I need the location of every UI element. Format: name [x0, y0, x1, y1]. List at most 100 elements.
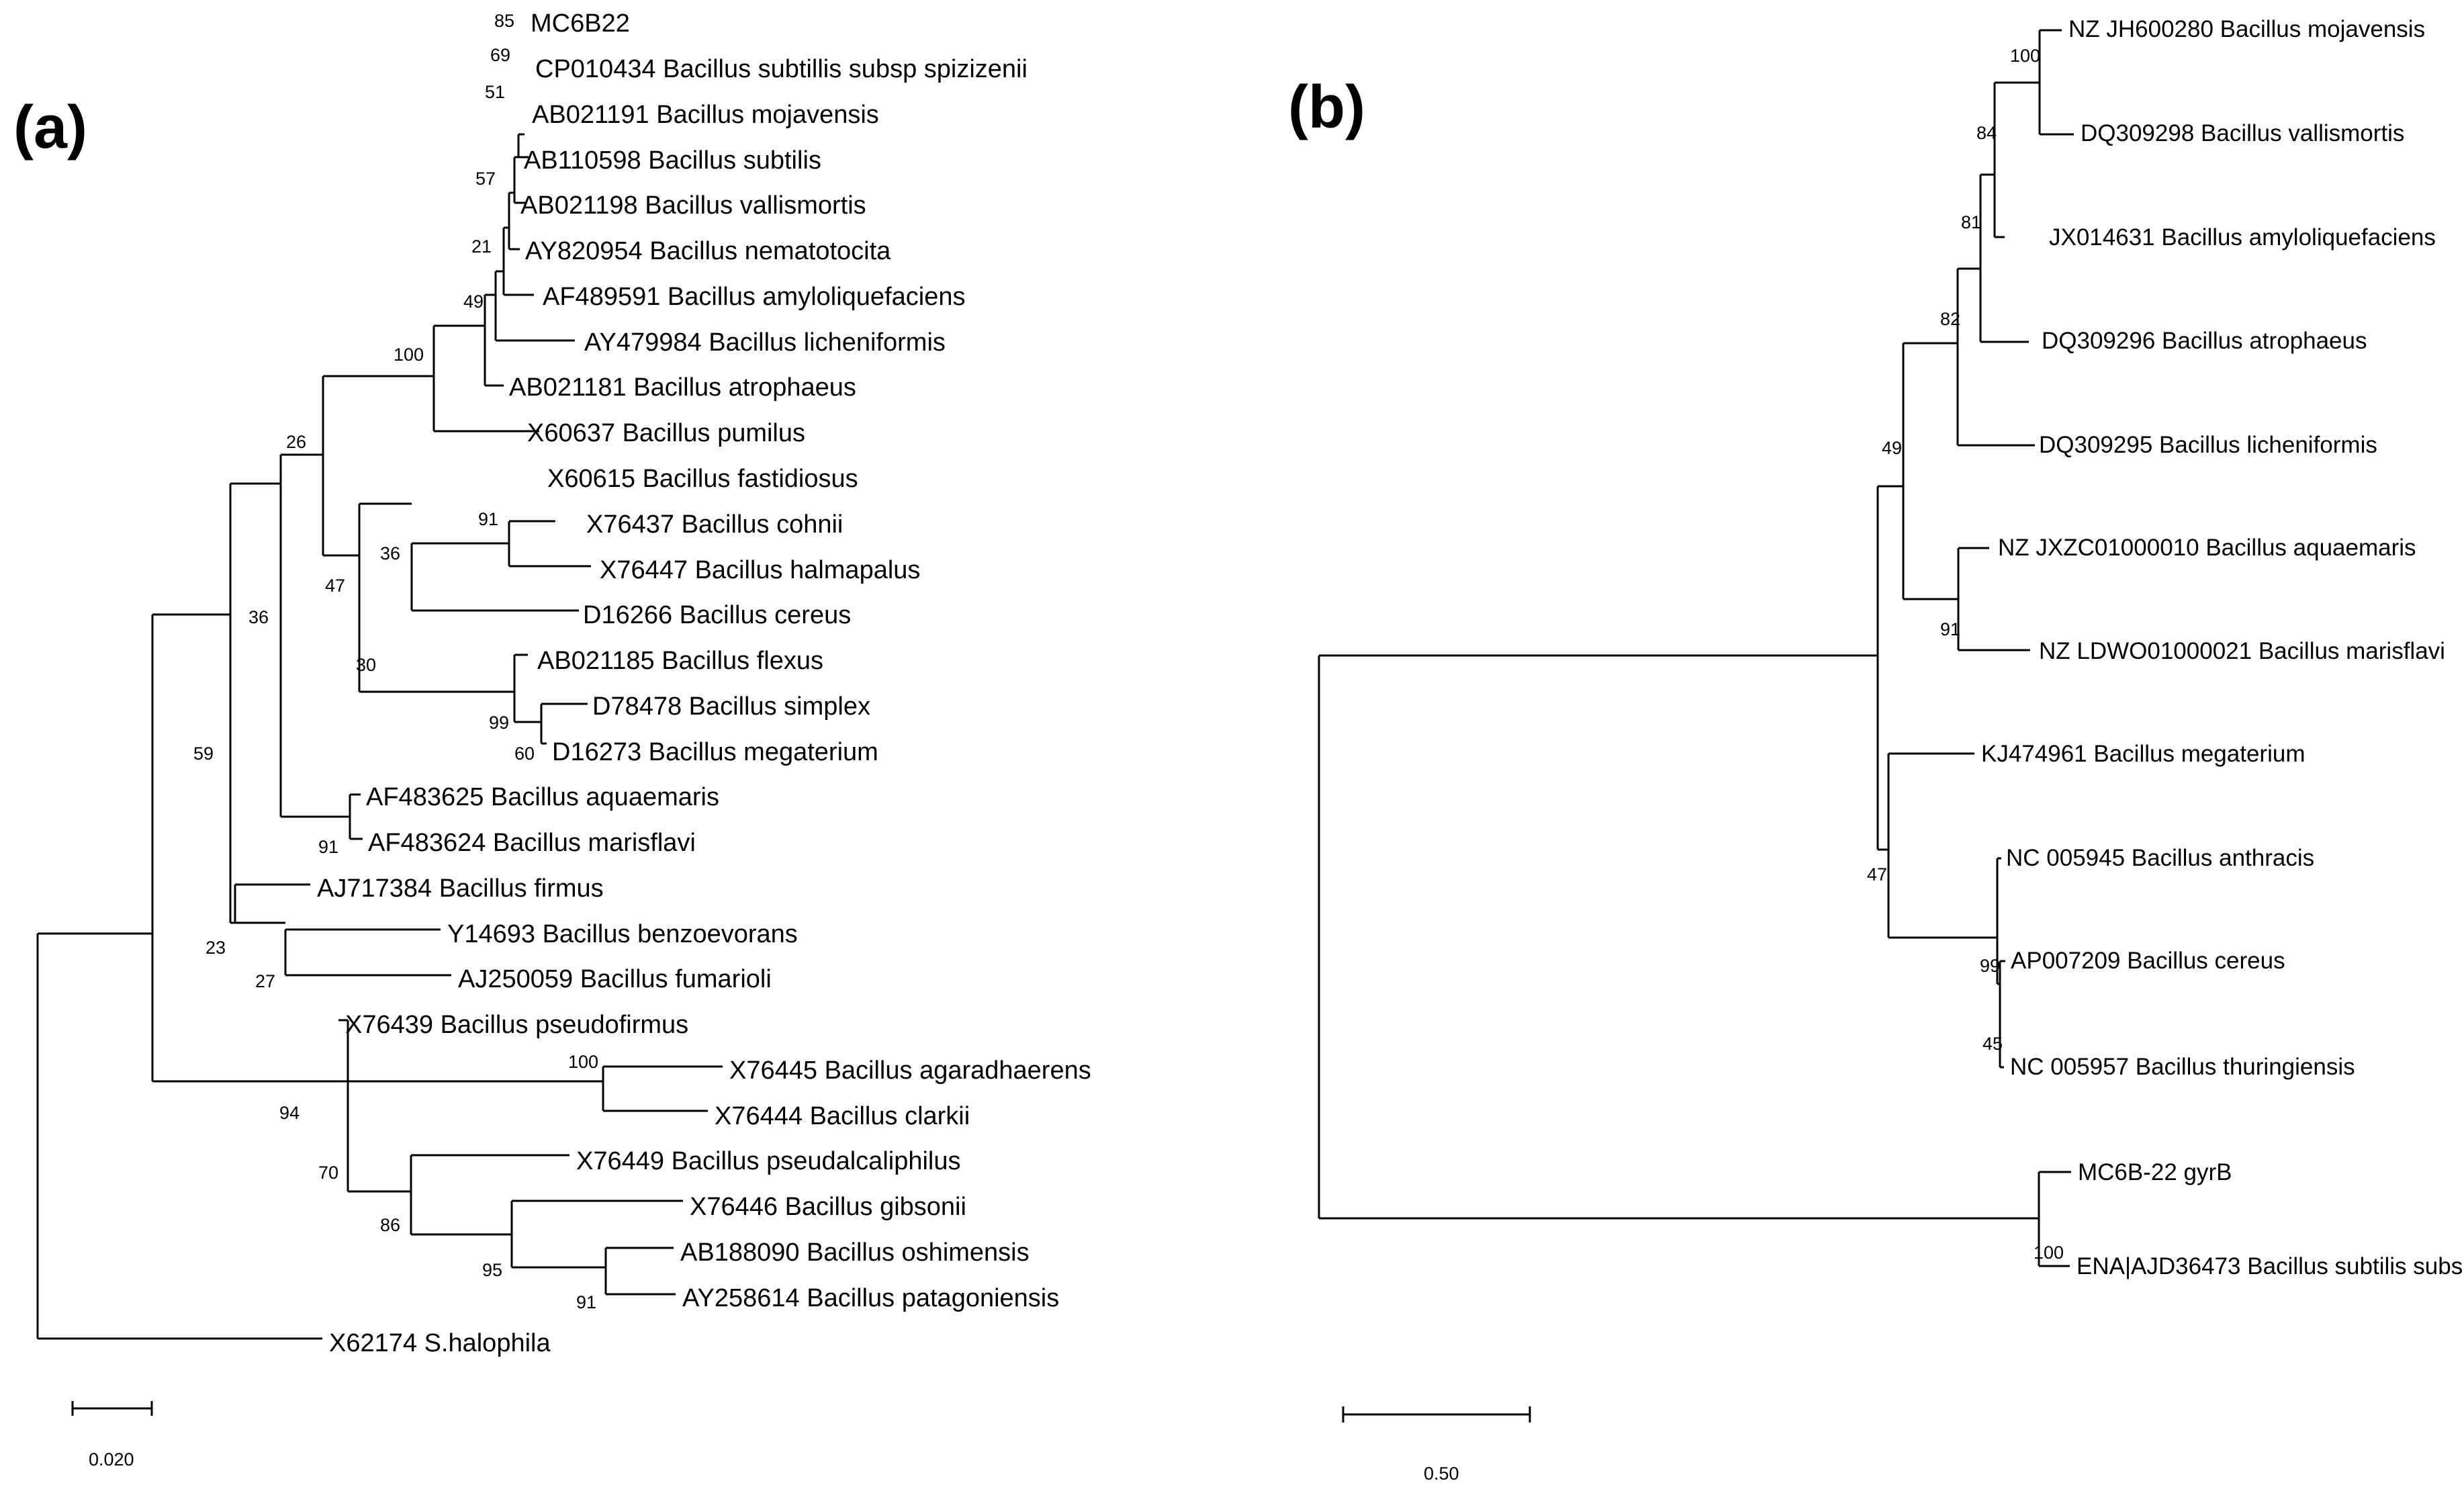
branch-n82: [1956, 267, 2035, 447]
bootstrap-value: 82: [1940, 309, 1960, 329]
branch-n60: [540, 703, 588, 745]
taxon-label: NZ JH600280 Bacillus mojavensis: [2068, 16, 2425, 42]
branch-n99a: [513, 653, 541, 723]
taxon-label: AB188090 Bacillus oshimensis: [680, 1238, 1030, 1267]
bootstrap-value: 91: [576, 1292, 596, 1312]
bootstrap-value: 81: [1961, 212, 1981, 232]
branch-root-a: [36, 932, 322, 1340]
taxon-label: X76445 Bacillus agaradhaerens: [729, 1056, 1091, 1085]
taxon-label: AB021191 Bacillus mojavensis: [532, 101, 879, 129]
branch-n94: [338, 1019, 411, 1193]
taxon-label: CP010434 Bacillus subtillis subsp spiziz…: [535, 55, 1028, 83]
branch-n100-mc: [2038, 1171, 2071, 1267]
taxon-label: AB021185 Bacillus flexus: [537, 647, 823, 675]
taxon-label: NC 005945 Bacillus anthracis: [2006, 845, 2314, 871]
branch-n49b: [1902, 342, 1958, 600]
bootstrap-value: 100: [568, 1052, 598, 1072]
taxon-label: AB021181 Bacillus atrophaeus: [509, 373, 856, 402]
bootstrap-value: 59: [193, 743, 214, 764]
panel-b-tree-branches: [1318, 29, 2074, 1267]
scale-bar-b: [1342, 1406, 1531, 1422]
branch-n47b: [1887, 752, 1997, 939]
taxon-label: NC 005957 Bacillus thuringiensis: [2010, 1054, 2355, 1080]
taxon-label: MC6B-22 gyrB: [2078, 1159, 2232, 1185]
taxon-label: NZ JXZC01000010 Bacillus aquaemaris: [1998, 535, 2416, 561]
bootstrap-value: 26: [286, 432, 306, 452]
panel-b: (b) NZ JH600280: [1288, 16, 2464, 1484]
branch-n36a: [229, 482, 281, 924]
bootstrap-value: 94: [279, 1103, 300, 1123]
bootstrap-value: 49: [1882, 438, 1902, 458]
bootstrap-value: 60: [514, 743, 535, 764]
bootstrap-value: 86: [380, 1215, 400, 1235]
taxon-label: AF483625 Bacillus aquaemaris: [366, 783, 719, 811]
bootstrap-value: 70: [318, 1163, 338, 1183]
branch-n26: [279, 453, 350, 818]
branch-n91a: [508, 520, 591, 568]
bootstrap-value: 51: [485, 82, 505, 102]
taxon-label: Y14693 Bacillus benzoevorans: [447, 920, 798, 948]
branch-n91b: [349, 793, 363, 840]
branch-n100-moj: [2038, 29, 2074, 136]
branch-n36b: [410, 542, 579, 612]
bootstrap-value: 30: [356, 655, 376, 675]
bootstrap-value: 91: [318, 837, 338, 857]
bootstrap-value: 45: [1982, 1034, 2003, 1054]
taxon-label: KJ474961 Bacillus megaterium: [1981, 741, 2305, 767]
panel-a-scale-bar: 0.020: [71, 1401, 153, 1470]
branch-n30: [358, 502, 514, 693]
taxon-label: X76449 Bacillus pseudalcaliphilus: [576, 1147, 961, 1175]
branch-n47: [322, 375, 434, 557]
panel-a: (a): [13, 9, 1091, 1470]
taxon-label: AY258614 Bacillus patagoniensis: [682, 1284, 1059, 1312]
branch-root-b: [1318, 654, 2039, 1220]
scale-bar-a: [71, 1401, 153, 1416]
branch-n21: [494, 270, 575, 342]
bootstrap-value: 99: [1980, 956, 2000, 976]
branch-n85: [517, 133, 529, 159]
panel-a-bootstrap: 85 69 51 57 21 49 100 26 91 36 47 30 99 …: [193, 11, 598, 1312]
branch-n81: [1979, 173, 2029, 343]
bootstrap-value: 21: [471, 236, 492, 257]
taxon-label: DQ309295 Bacillus licheniformis: [2039, 432, 2377, 458]
bootstrap-value: 57: [475, 169, 496, 189]
bootstrap-value: 69: [490, 45, 510, 65]
panel-b-label: (b): [1288, 74, 1365, 141]
branch-n23: [234, 883, 310, 924]
scale-label-a: 0.020: [89, 1449, 134, 1470]
branch-n100a: [432, 324, 539, 433]
taxon-label: X62174 S.halophila: [329, 1329, 551, 1357]
taxon-label: AF483624 Bacillus marisflavi: [368, 829, 696, 857]
panel-b-scale-bar: 0.50: [1342, 1406, 1531, 1484]
branch-n45: [1999, 960, 2005, 1069]
taxon-label: X76437 Bacillus cohnii: [586, 510, 843, 539]
taxon-label: DQ309296 Bacillus atrophaeus: [2042, 328, 2367, 354]
panel-b-bootstrap: 100 84 81 82 49 91 47 99 45 100: [1867, 46, 2064, 1263]
branch-n-main-b: [1876, 485, 1903, 851]
taxon-label: AB110598 Bacillus subtilis: [524, 146, 821, 175]
panel-a-label: (a): [13, 94, 87, 161]
branch-n86: [410, 1154, 569, 1236]
panel-b-taxa: NZ JH600280 Bacillus mojavensis DQ309298…: [1981, 16, 2464, 1279]
taxon-label: D16273 Bacillus megaterium: [552, 738, 878, 766]
bootstrap-value: 91: [478, 509, 498, 529]
bootstrap-value: 100: [394, 345, 424, 365]
branch-n91c: [604, 1247, 676, 1296]
taxon-label: AJ250059 Bacillus fumarioli: [458, 965, 772, 993]
branch-n84: [1993, 81, 2040, 238]
bootstrap-value: 47: [325, 576, 345, 596]
bootstrap-value: 91: [1940, 619, 1960, 639]
bootstrap-value: 84: [1976, 123, 1997, 143]
taxon-label: AJ717384 Bacillus firmus: [317, 874, 604, 903]
branch-n91-b: [1957, 547, 2030, 651]
bootstrap-value: 47: [1867, 864, 1887, 885]
taxon-label: X76439 Bacillus pseudofirmus: [345, 1011, 688, 1039]
bootstrap-value: 49: [463, 291, 484, 312]
scale-label-b: 0.50: [1424, 1463, 1459, 1484]
taxon-label: X60615 Bacillus fastidiosus: [547, 465, 858, 493]
taxon-label: D16266 Bacillus cereus: [583, 601, 851, 629]
taxon-label: X60637 Bacillus pumilus: [527, 419, 805, 447]
bootstrap-value: 36: [380, 543, 400, 563]
taxon-label: AP007209 Bacillus cereus: [2011, 948, 2285, 974]
